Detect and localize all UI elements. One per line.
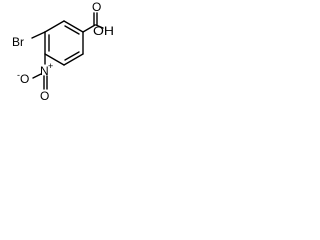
bond-ring-to-bromine xyxy=(31,31,46,39)
bond-carboxyl-c-oh xyxy=(95,24,104,29)
benzene-ring xyxy=(44,20,84,66)
ring-double-bond-1 xyxy=(64,25,80,35)
bromine-substituent: Br xyxy=(12,31,46,49)
ring-bond-c6-c1 xyxy=(44,20,65,33)
ring-bond-c3-c4 xyxy=(63,53,84,66)
bond-ring-to-carboxyl xyxy=(82,24,96,33)
atom-bromine: Br xyxy=(12,35,24,49)
atom-carboxyl-oh: OH xyxy=(93,24,114,38)
atom-nitro-o-single: O xyxy=(20,72,29,86)
ring-double-bond-2 xyxy=(64,51,80,61)
atom-nitro-n: N xyxy=(40,64,49,78)
charge-nitro-o: - xyxy=(17,70,20,80)
carboxyl-group: O OH xyxy=(82,0,114,38)
atom-carboxyl-o: O xyxy=(92,0,101,14)
nitro-group: N + O - O xyxy=(17,53,53,103)
ring-bond-c1-c2 xyxy=(63,20,84,33)
charge-nitro-n: + xyxy=(48,61,53,71)
bond-nitro-n-o-single xyxy=(32,73,42,79)
atom-nitro-o-double: O xyxy=(40,89,49,103)
molecule-structure: O OH Br N + O - O xyxy=(12,0,114,103)
ring-bond-c4-c5 xyxy=(44,53,65,66)
